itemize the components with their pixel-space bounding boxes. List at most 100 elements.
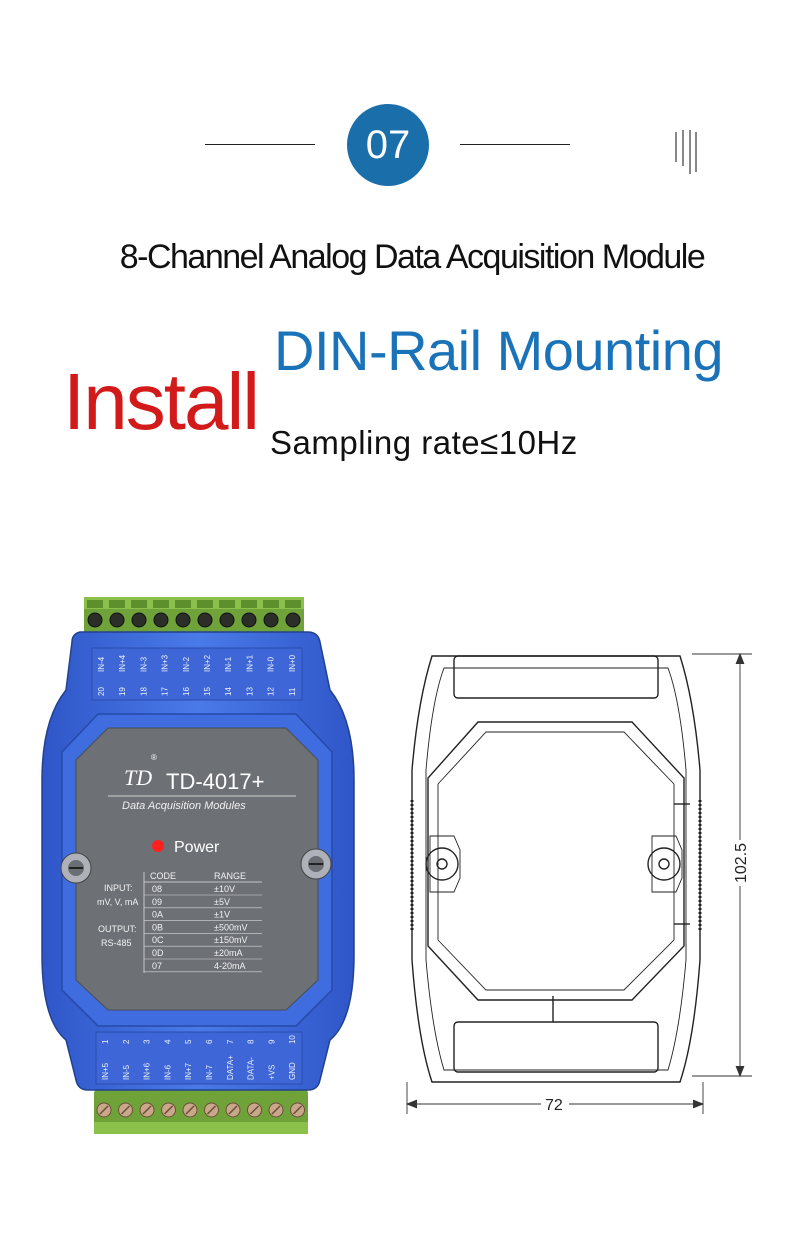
terminal-slot [197,600,213,608]
power-label: Power [174,839,220,856]
pin-number: 6 [205,1039,214,1044]
terminal-slot [241,600,257,608]
technical-drawing [410,655,702,1083]
terminal-slot [175,600,191,608]
pin-label: IN+1 [245,654,254,672]
terminal-screw [109,612,125,628]
pin-number: 15 [203,687,212,696]
pin-number: 10 [288,1035,297,1044]
divider-right [460,144,570,145]
terminal-slot [219,600,235,608]
terminal-screw [87,612,103,628]
power-led [152,840,164,852]
pin-number: 3 [143,1039,152,1044]
pin-number: 17 [161,687,170,696]
pin-label: DATA+ [226,1055,235,1080]
terminal-screw [197,612,213,628]
table-code: 0B [152,922,163,932]
pin-label: IN-1 [224,656,233,672]
pin-number: 14 [224,687,233,696]
spec-label: RS-485 [101,938,132,948]
table-range: ±20mA [214,948,242,958]
terminal-slot [109,600,125,608]
pin-label: IN+0 [288,654,297,672]
feature-title: DIN-Rail Mounting [274,319,724,382]
pin-label: IN+4 [118,654,127,672]
pin-label: +VS [267,1065,276,1080]
terminal-screw [131,612,147,628]
table-range: ±150mV [214,935,247,945]
dimension-height-label: 102.5 [733,843,750,883]
table-code: 07 [152,961,162,971]
pin-number: 9 [267,1039,276,1044]
pin-label: IN-6 [163,1064,172,1080]
terminal-screw [219,612,235,628]
spec-label: mV, V, mA [97,897,138,907]
table-range: 4-20mA [214,961,246,971]
top-pin-labels: IN-420IN+419IN-318IN+317IN-216IN+215IN-1… [97,654,297,696]
pin-number: 8 [247,1039,256,1044]
pin-label: DATA- [247,1057,256,1080]
table-range: ±5V [214,897,230,907]
install-label: Install [63,357,260,446]
table-range: ±10V [214,884,235,894]
table-code: 0C [152,935,164,945]
bottom-pin-labels: 1IN+52IN-53IN+64IN-65IN+76IN-77DATA+8DAT… [101,1035,297,1080]
pin-label: IN-5 [122,1064,131,1080]
pin-label: IN-3 [139,656,148,672]
pin-label: IN-0 [267,656,276,672]
range-table: CODE RANGE 08 ±10V 09 ±5V 0A ±1V 0B ±500mV 0C ±15… [143,871,262,973]
terminal-screw [285,612,301,628]
pin-label: IN+7 [184,1062,193,1080]
mount-screw-right [300,848,332,880]
terminal-slot [285,600,301,608]
pin-label: GND [288,1062,297,1080]
table-header: CODE [150,871,176,881]
table-code: 08 [152,884,162,894]
table-code: 09 [152,897,162,907]
pin-number: 1 [101,1039,110,1044]
faceplate [75,727,319,1011]
bottom-terminal-block [94,1090,308,1134]
spec-label: OUTPUT: [98,924,137,934]
pin-label: IN+6 [143,1062,152,1080]
table-range: ±1V [214,910,230,920]
spec-labels: INPUT: mV, V, mA OUTPUT: RS-485 [97,883,138,948]
pin-number: 2 [122,1039,131,1044]
section-number-badge: 07 [347,104,429,186]
pin-label: IN-2 [182,656,191,672]
spec-label: INPUT: [104,883,133,893]
top-terminal-block [84,597,304,637]
mount-screw-left [60,852,92,884]
brand-logo-icon: TD ® [124,753,157,790]
divider-left [205,144,315,145]
page-title: 8-Channel Analog Data Acquisition Module [119,238,706,276]
pin-number: 20 [97,687,106,696]
model-name: TD-4017+ [166,769,264,794]
svg-text:®: ® [151,753,157,762]
table-header: RANGE [214,871,246,881]
pin-label: IN+2 [203,654,212,672]
pin-label: IN-7 [205,1064,214,1080]
terminal-slot [131,600,147,608]
table-code: 0A [152,910,163,920]
terminal-slot [153,600,169,608]
dimension-width-label: 72 [545,1097,563,1114]
model-subtitle: Data Acquisition Modules [122,800,246,812]
terminal-screw [241,612,257,628]
terminal-screw [263,612,279,628]
pin-label: IN+3 [161,654,170,672]
feature-subtitle: Sampling rate≤10Hz [270,424,578,461]
pin-number: 13 [245,687,254,696]
dimension-lines [405,652,752,1114]
pin-number: 7 [226,1039,235,1044]
svg-text:TD: TD [124,765,152,790]
pin-number: 12 [267,687,276,696]
pin-number: 16 [182,687,191,696]
table-code: 0D [152,948,164,958]
table-range: ±500mV [214,922,247,932]
terminal-screw [175,612,191,628]
pin-number: 5 [184,1039,193,1044]
terminal-screw [153,612,169,628]
